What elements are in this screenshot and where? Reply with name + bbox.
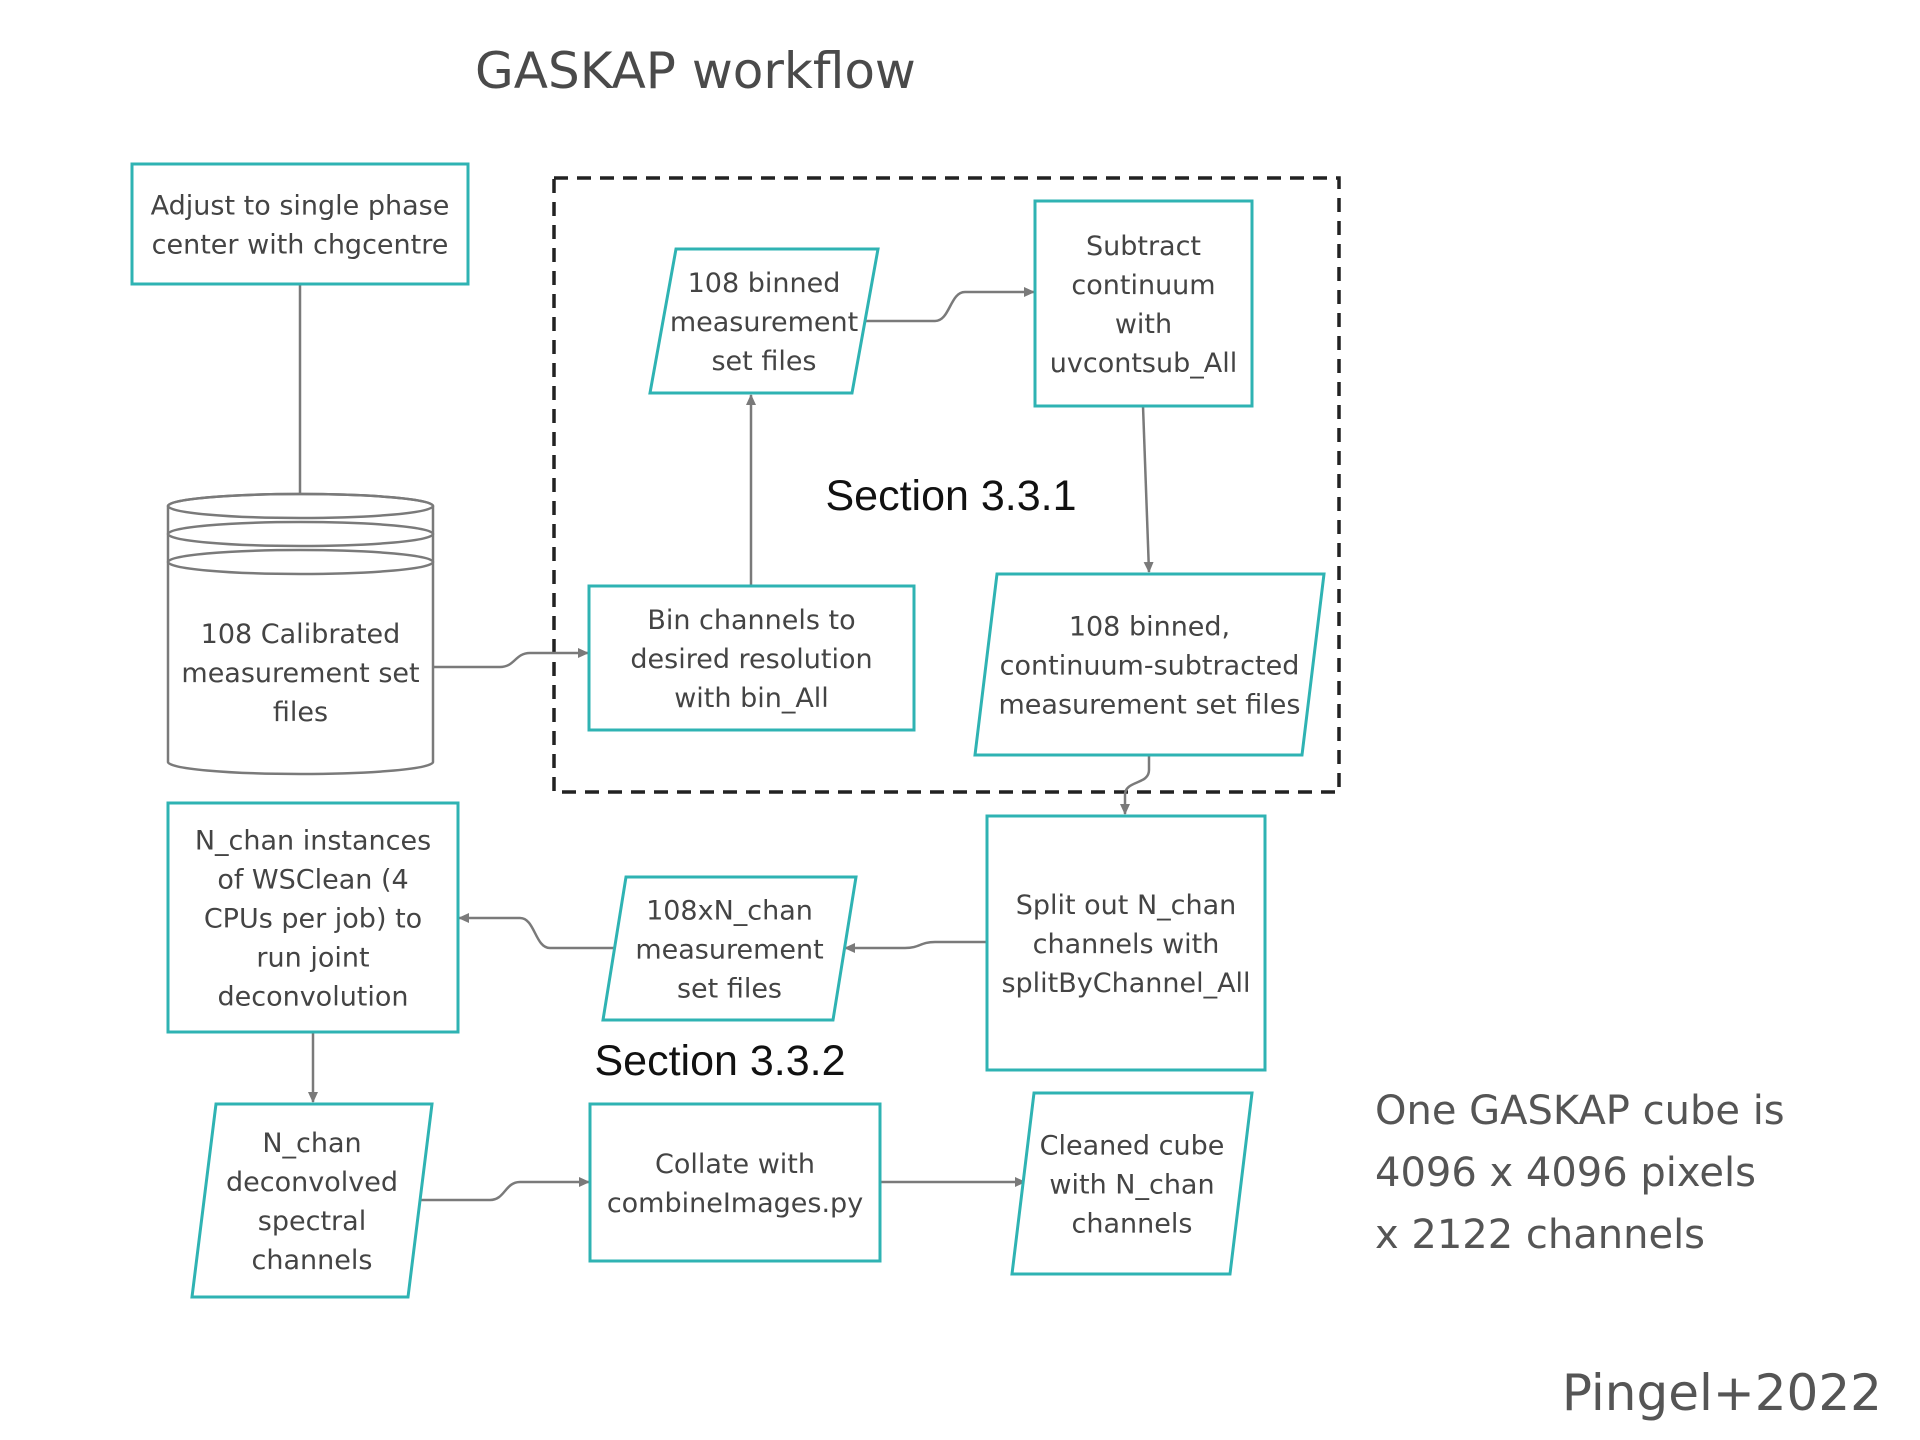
node-box xyxy=(587,584,916,732)
node-deconv: N_chan deconvolved spectral channels xyxy=(190,1102,434,1299)
node-label-line: files xyxy=(273,697,328,728)
note-line: x 2122 channels xyxy=(1375,1212,1705,1258)
node-label-line: spectral xyxy=(258,1206,366,1237)
node-collate: Collate with combineImages.py xyxy=(588,1102,882,1263)
node-label-line: continuum-subtracted xyxy=(1000,651,1300,682)
node-parallelogram xyxy=(601,875,858,1022)
node-label-line: set files xyxy=(711,346,816,377)
section-label-3-3-1: Section 3.3.1 xyxy=(825,472,1076,520)
node-box xyxy=(1033,199,1254,408)
node-calibrated: 108 Calibrated measurement set files xyxy=(166,492,435,776)
node-label-line: of WSClean (4 xyxy=(217,865,408,896)
edge-ms108-to-wsclean xyxy=(458,913,614,950)
node-label-line: Subtract xyxy=(1086,231,1201,262)
node-label-line: N_chan xyxy=(262,1128,361,1159)
node-label-line: Split out N_chan xyxy=(1016,890,1237,921)
edge-contsub-to-split xyxy=(1120,755,1151,815)
node-label-line: Cleaned cube xyxy=(1040,1131,1225,1162)
node-label-line: measurement xyxy=(635,935,823,966)
node-wsclean: N_chan instances of WSClean (4 CPUs per jo… xyxy=(166,801,460,1034)
node-label-line: center with chgcentre xyxy=(152,230,449,261)
diagram-title: GASKAP workflow xyxy=(475,42,916,100)
node-label-line: 108xN_chan xyxy=(646,896,813,927)
node-contsub: 108 binned, continuum-subtracted measureme… xyxy=(973,572,1326,757)
node-adjust: Adjust to single phase center with chgcen… xyxy=(130,162,470,286)
node-label-line: N_chan instances xyxy=(195,826,431,857)
node-label-line: measurement xyxy=(670,307,858,338)
node-label-line: Collate with xyxy=(655,1149,815,1180)
node-ms108: 108xN_chan measurement set files xyxy=(601,875,858,1022)
node-label-line: with xyxy=(1115,309,1172,340)
cylinder-ring xyxy=(166,548,435,576)
node-parallelogram xyxy=(190,1102,434,1299)
edges-layer xyxy=(295,284,1154,1202)
node-box xyxy=(588,1102,882,1263)
node-label-line: measurement set files xyxy=(999,690,1301,721)
node-label-line: deconvolution xyxy=(217,982,408,1013)
node-box xyxy=(985,814,1267,1072)
node-label-line: combineImages.py xyxy=(607,1188,863,1219)
node-box xyxy=(130,162,470,286)
node-label-line: Adjust to single phase xyxy=(151,191,450,222)
node-label-line: splitByChannel_All xyxy=(1001,968,1250,999)
citation: Pingel+2022 xyxy=(1562,1364,1882,1422)
node-box xyxy=(166,801,460,1034)
node-binned: 108 binned measurement set files xyxy=(648,247,880,395)
node-label-line: channels xyxy=(252,1245,373,1276)
node-cleaned: Cleaned cube with N_chan channels xyxy=(1010,1091,1254,1276)
node-label-line: CPUs per job) to xyxy=(204,904,422,935)
node-label-line: 108 Calibrated xyxy=(201,619,401,650)
section-label-3-3-2: Section 3.3.2 xyxy=(594,1037,845,1085)
node-subtract: Subtract continuum with uvcontsub_All xyxy=(1033,199,1254,408)
node-label-line: desired resolution xyxy=(630,644,872,675)
edge-calibrated-to-bin xyxy=(433,648,589,669)
edge-deconv-to-collate xyxy=(420,1177,590,1202)
edge-binned-to-subtract xyxy=(866,287,1035,323)
edge-split-to-ms108 xyxy=(844,940,987,953)
node-parallelogram xyxy=(1010,1091,1254,1276)
node-label-line: measurement set xyxy=(181,658,419,689)
node-label-line: with bin_All xyxy=(674,683,829,714)
node-label-line: channels with xyxy=(1033,929,1220,960)
node-label-line: 108 binned xyxy=(688,268,841,299)
node-bin: Bin channels to desired resolution with bi… xyxy=(587,584,916,732)
node-label-line: with N_chan xyxy=(1049,1170,1214,1201)
note-line: 4096 x 4096 pixels xyxy=(1375,1150,1756,1196)
note-line: One GASKAP cube is xyxy=(1375,1088,1785,1134)
section-3-3-1-boundary xyxy=(552,176,1341,794)
cube-size-note: One GASKAP cube is 4096 x 4096 pixels x … xyxy=(1375,1088,1785,1258)
node-parallelogram xyxy=(648,247,880,395)
cylinder-ring xyxy=(166,492,435,520)
node-parallelogram xyxy=(973,572,1326,757)
node-label-line: continuum xyxy=(1071,270,1215,301)
node-label-line: set files xyxy=(677,974,782,1005)
edge-subtract-to-contsub xyxy=(1141,405,1154,573)
node-split: Split out N_chan channels with splitByChan… xyxy=(985,814,1267,1072)
node-label-line: uvcontsub_All xyxy=(1050,348,1237,379)
node-label-line: deconvolved xyxy=(226,1167,398,1198)
cylinder-ring xyxy=(166,520,435,548)
node-label-line: Bin channels to xyxy=(647,605,855,636)
node-label-line: 108 binned, xyxy=(1069,612,1230,643)
node-label-line: run joint xyxy=(256,943,369,974)
node-label-line: channels xyxy=(1072,1209,1193,1240)
nodes-layer: Adjust to single phase center with chgcen… xyxy=(130,162,1326,1299)
